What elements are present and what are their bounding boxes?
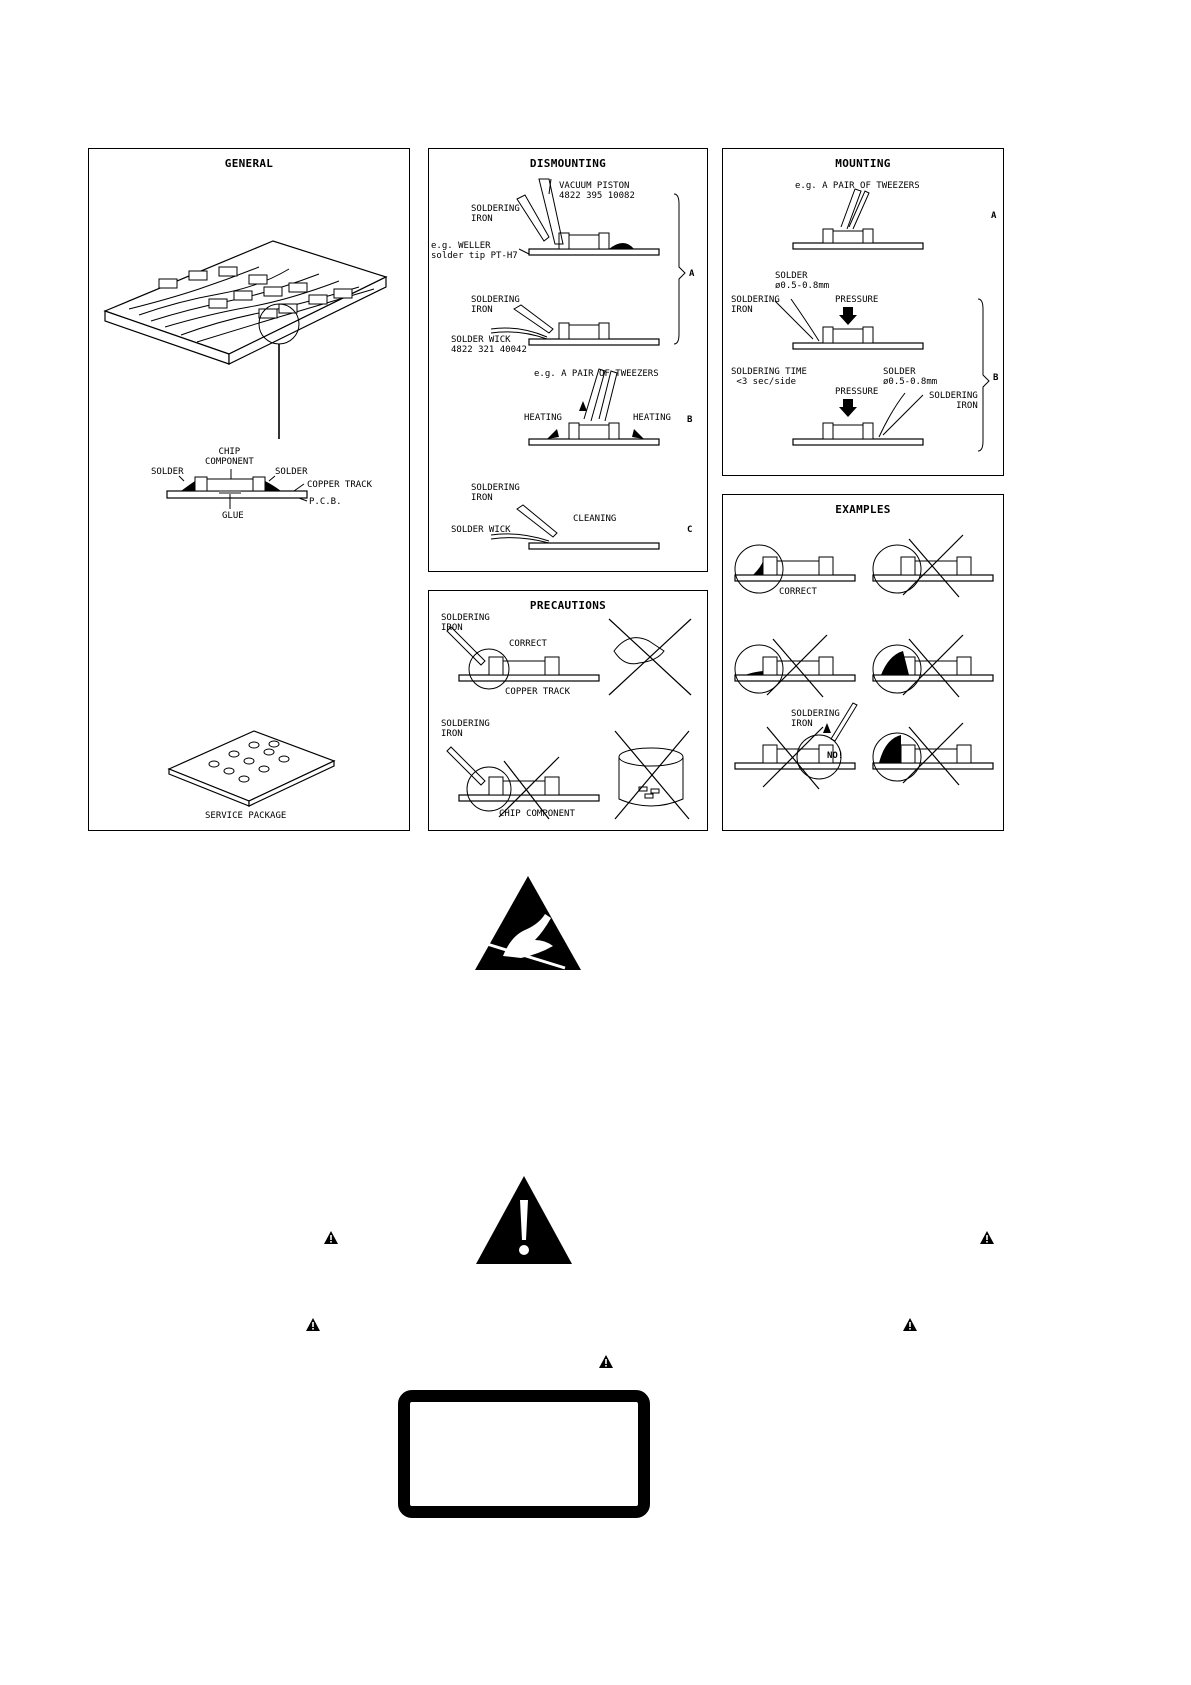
warning-triangle-icon [324,1231,338,1244]
soldering-iron-label-2: SOLDERING IRON [471,295,520,315]
solder-wick-label-1: SOLDER WICK 4822 321 40042 [451,335,527,355]
glue-label: GLUE [222,511,244,521]
mounting-title: MOUNTING [835,157,891,170]
service-package-label: SERVICE PACKAGE [205,811,287,821]
mounting-panel: MOUNTING e.g. A PAIR OF TWEEZERS A SOLDE… [722,148,1004,476]
chip-component-label: CHIP COMPONENT [205,447,254,467]
heating-right-label: HEATING [633,413,671,423]
mounting-step-a-label: A [991,211,997,221]
tweezers-label: e.g. A PAIR OF TWEEZERS [534,369,659,379]
weller-label: e.g. WELLER solder tip PT-H7 [431,241,518,261]
cleaning-label: CLEANING [573,514,617,524]
precaution-correct-label: CORRECT [509,639,547,649]
mounting-solder-label-1: SOLDER ø0.5-0.8mm [775,271,830,291]
mounting-soldering-time-label: SOLDERING TIME <3 sec/side [731,367,807,387]
dismounting-illustration [490,178,686,550]
precautions-panel: PRECAUTIONS SOLDERING IRON CORRECT COPPE… [428,590,708,831]
general-panel: GENERAL [88,148,410,831]
vacuum-piston-label: VACUUM PISTON 4822 395 10082 [559,181,635,201]
caution-triangle-icon [476,1176,572,1264]
mounting-solder-label-2: SOLDER ø0.5-0.8mm [883,367,938,387]
precautions-illustration [446,618,692,820]
examples-iron-label: SOLDERING IRON [791,709,840,729]
precaution-iron-label-2: SOLDERING IRON [441,719,490,739]
step-c-label: C [687,525,693,535]
mounting-iron-label-1: SOLDERING IRON [731,295,780,315]
precautions-title: PRECAUTIONS [529,599,607,612]
esd-warning-icon [475,876,581,970]
precaution-chip-component-label: CHIP COMPONENT [499,809,575,819]
examples-illustration [734,534,994,790]
dismounting-panel: DISMOUNTING VACUU [428,148,708,572]
mounting-iron-label-2: SOLDERING IRON [929,391,978,411]
precaution-copper-track-label: COPPER TRACK [505,687,571,697]
copper-track-label: COPPER TRACK [307,480,373,490]
examples-panel: EXAMPLES [722,494,1004,831]
solder-wick-label-2: SOLDER WICK [451,525,511,535]
step-a-label: A [689,269,695,279]
mounting-pressure-label-1: PRESSURE [835,295,879,305]
solder-left-label: SOLDER [151,467,184,477]
warning-triangle-icon [903,1318,917,1331]
heating-left-label: HEATING [524,413,562,423]
mounting-tweezers-label: e.g. A PAIR OF TWEEZERS [795,181,920,191]
warning-triangle-icon [980,1231,994,1244]
mounting-illustration [774,188,990,452]
general-title: GENERAL [224,157,274,170]
mounting-step-b-label: B [993,373,999,383]
general-illustration [103,240,388,807]
warning-triangle-icon [306,1318,320,1331]
solder-right-label: SOLDER [275,467,308,477]
examples-no-label: NO! [827,751,844,761]
step-b-label: B [687,415,693,425]
examples-title: EXAMPLES [835,503,891,516]
laser-label-frame [398,1390,650,1518]
pcb-label: P.C.B. [309,497,342,507]
warning-triangle-icon [599,1355,613,1368]
precaution-iron-label-1: SOLDERING IRON [441,613,490,633]
mounting-pressure-label-2: PRESSURE [835,387,879,397]
soldering-iron-label-1: SOLDERING IRON [471,204,520,224]
dismounting-title: DISMOUNTING [529,157,607,170]
examples-correct-label: CORRECT [779,587,817,597]
soldering-iron-label-3: SOLDERING IRON [471,483,520,503]
